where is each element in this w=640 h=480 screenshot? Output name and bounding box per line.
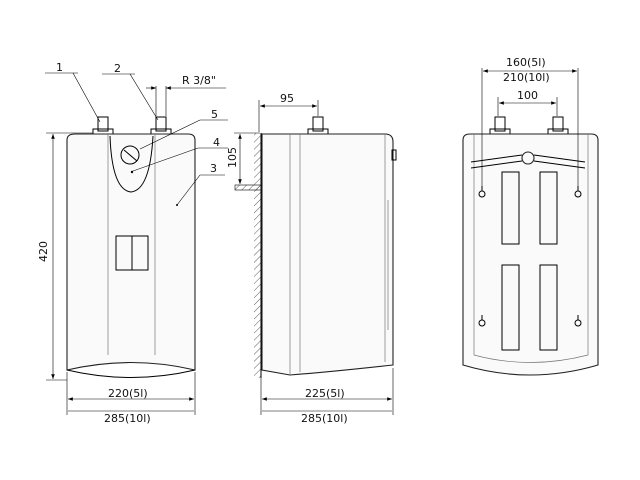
heater-body-front <box>66 133 196 371</box>
rear-window <box>539 171 558 245</box>
callout-1: 1 <box>56 61 63 74</box>
front-view: 1 2 3 4 5 R 3/8" 420 220(5l) 285(10l) <box>37 61 228 425</box>
front-panel <box>107 134 156 355</box>
pipe-2 <box>155 116 167 132</box>
heater-body-side <box>261 133 394 376</box>
rail-center-boss <box>521 151 535 165</box>
depth-dimension-5l: 225(5l) <box>305 387 345 400</box>
height-dimension: 420 <box>37 241 50 262</box>
side-view: 95 105 225(5l) 285(10l) <box>226 92 397 425</box>
depth-dimension-10l: 285(10l) <box>301 412 348 425</box>
rear-window <box>539 264 558 351</box>
mount-dimension-5l: 160(5l) <box>506 56 546 69</box>
callout-3: 3 <box>210 162 217 175</box>
keyhole-icon <box>478 186 582 327</box>
mount-dimension-10l: 210(10l) <box>503 71 550 84</box>
rear-pipe-right <box>552 116 564 132</box>
mounting-bracket <box>234 184 262 191</box>
thread-size-label: R 3/8" <box>182 74 216 87</box>
thermostat-knob <box>120 145 140 165</box>
mounting-rail <box>470 154 586 169</box>
width-dimension-5l: 220(5l) <box>108 387 148 400</box>
indicator-lamp <box>130 170 134 174</box>
callout-4: 4 <box>213 136 220 149</box>
panel-recess <box>109 135 154 193</box>
width-dimension-10l: 285(10l) <box>104 412 151 425</box>
side-pipe <box>312 116 324 132</box>
rear-window <box>501 264 520 351</box>
pipe-spacing-dimension: 100 <box>517 89 538 102</box>
rear-pipe-left <box>494 116 506 132</box>
side-knob <box>391 149 397 161</box>
heater-body-rear <box>462 133 599 376</box>
callout-5: 5 <box>211 108 218 121</box>
wall-hatching <box>254 133 261 378</box>
bracket-height-dimension: 105 <box>226 147 239 168</box>
rear-window <box>501 171 520 245</box>
rear-view: 160(5l) 210(10l) 100 <box>462 56 599 376</box>
pipe-1 <box>97 116 109 132</box>
offset-dimension: 95 <box>280 92 294 105</box>
callout-2: 2 <box>114 62 121 75</box>
